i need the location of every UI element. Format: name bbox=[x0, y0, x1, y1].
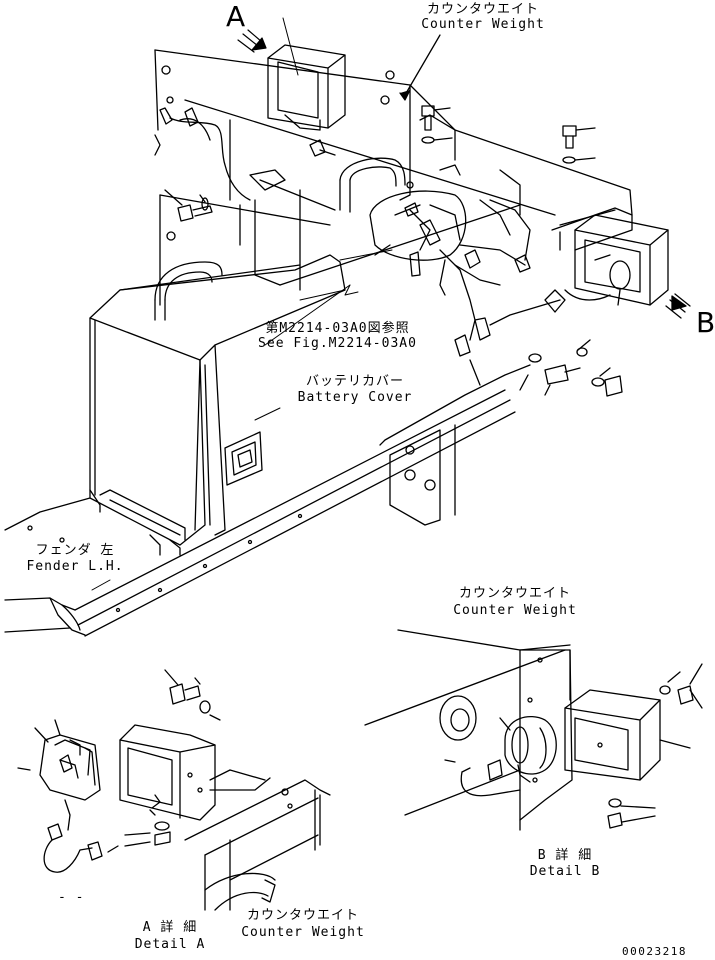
harness-center bbox=[369, 190, 531, 357]
fender-lh bbox=[4, 389, 516, 637]
fig-reference-en: See Fig.M2214-03A0 bbox=[258, 336, 417, 351]
drawing-number: 00023218 bbox=[622, 945, 687, 958]
battery-cover-en: Battery Cover bbox=[297, 390, 413, 405]
detail-a-jp: A 詳 細 bbox=[142, 920, 198, 935]
counter-weight-top-en: Counter Weight bbox=[421, 17, 545, 32]
harness-left bbox=[154, 107, 336, 211]
bolt-left bbox=[164, 189, 213, 222]
counter-weight-top-jp: カウンタウエイト bbox=[426, 2, 539, 17]
counter-weight-b-en: Counter Weight bbox=[453, 603, 577, 618]
counter-weight-a-jp: カウンタウエイト bbox=[246, 908, 359, 923]
detail-b-jp: B 詳 細 bbox=[537, 848, 593, 863]
leader-lines-main bbox=[91, 17, 393, 591]
view-a-letter: A bbox=[226, 0, 246, 33]
detail-b-drawing bbox=[364, 629, 703, 831]
view-b-letter: B bbox=[696, 306, 715, 339]
handle-top bbox=[339, 157, 406, 213]
battery-cover bbox=[89, 254, 346, 556]
detail-a-dash: - - bbox=[58, 890, 85, 905]
detail-a-en: Detail A bbox=[134, 937, 206, 952]
battery-cover-jp: バッテリカバー bbox=[305, 374, 404, 389]
view-arrow-a bbox=[237, 29, 267, 53]
fig-reference-jp: 第M2214-03A0図参照 bbox=[265, 321, 410, 336]
fender-lh-en: Fender L.H. bbox=[26, 559, 124, 574]
leader-counter-weight-top bbox=[404, 34, 441, 96]
lamp-housing-a-top bbox=[267, 44, 346, 131]
bolt-top-center bbox=[421, 105, 453, 144]
lamp-housing-b bbox=[574, 214, 669, 306]
detail-a-drawing bbox=[17, 669, 331, 911]
fender-lh-jp: フェンダ 左 bbox=[35, 543, 115, 558]
bolts-lower-right bbox=[489, 289, 623, 397]
counter-weight-b-jp: カウンタウエイト bbox=[458, 586, 571, 601]
view-arrow-b bbox=[665, 293, 691, 319]
bolt-top-right bbox=[562, 125, 596, 164]
counter-weight-a-en: Counter Weight bbox=[241, 925, 365, 940]
counterweight-frame bbox=[154, 49, 633, 306]
detail-b-en: Detail B bbox=[529, 864, 601, 879]
